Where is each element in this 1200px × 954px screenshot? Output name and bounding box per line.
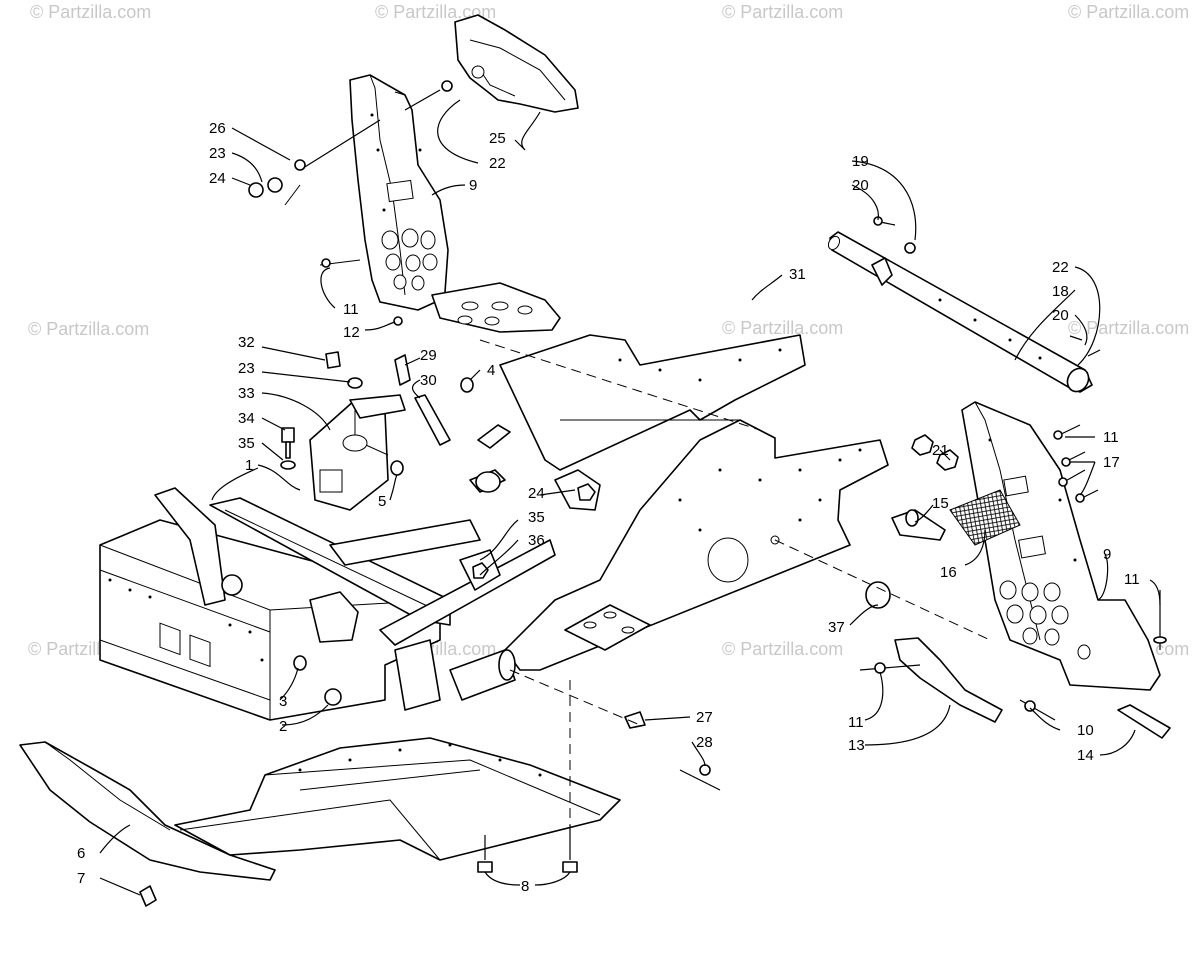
callout-37: 37	[828, 619, 845, 636]
watermark: © Partzilla.com	[722, 639, 843, 659]
callout-1: 1	[245, 457, 253, 474]
callout-32: 32	[238, 334, 255, 351]
part-8-belly-pan	[174, 737, 621, 861]
callout-4: 4	[487, 362, 495, 379]
callout-25: 25	[489, 130, 506, 147]
watermark: © Partzilla.com	[722, 318, 843, 338]
fasteners-upper-left	[248, 80, 453, 326]
watermark: © Partzilla.com	[1068, 2, 1189, 22]
callout-29: 29	[420, 347, 437, 364]
callout-21: 21	[932, 442, 949, 459]
callout-31: 31	[789, 266, 806, 283]
part-tunnel-rails	[209, 497, 556, 711]
part-footrest-left	[431, 282, 561, 333]
callout-11: 11	[1124, 571, 1140, 588]
small-fasteners	[280, 351, 891, 706]
callout-27: 27	[696, 709, 713, 726]
callout-20: 20	[1052, 307, 1069, 324]
leader-lines	[99, 99, 1161, 896]
callout-23: 23	[209, 145, 226, 162]
part-bumper-uprights	[154, 487, 359, 643]
watermark: © Partzilla.com	[30, 2, 151, 22]
callout-35: 35	[238, 435, 255, 452]
part-33-steering-bracket	[309, 394, 406, 511]
part-13-bracket	[859, 637, 1003, 723]
callout-26: 26	[209, 120, 226, 137]
callout-11: 11	[1103, 429, 1119, 446]
part-9-steering-post-right	[961, 401, 1161, 691]
part-14-bracket	[1117, 704, 1171, 739]
callout-24: 24	[528, 485, 545, 502]
callout-22: 22	[1052, 259, 1069, 276]
callout-23: 23	[238, 360, 255, 377]
callout-22: 22	[489, 155, 506, 172]
callout-7: 7	[77, 870, 85, 887]
callout-6: 6	[77, 845, 85, 862]
callout-30: 30	[420, 372, 437, 389]
watermark: © Partzilla.com	[375, 2, 496, 22]
part-crossmember-tubes	[449, 424, 516, 701]
callout-14: 14	[1077, 747, 1094, 764]
part-1-front-frame	[99, 519, 441, 721]
part-25-steering-cap	[454, 14, 579, 113]
part-tunnel-side-plate	[499, 334, 889, 671]
watermark: © Partzilla.com	[722, 2, 843, 22]
callout-17: 17	[1103, 454, 1120, 471]
callout-36: 36	[528, 532, 545, 549]
callout-34: 34	[238, 410, 255, 427]
callout-11: 11	[343, 301, 359, 318]
callout-16: 16	[940, 564, 957, 581]
callout-19: 19	[852, 153, 869, 170]
callout-24: 24	[209, 170, 226, 187]
callout-28: 28	[696, 734, 713, 751]
callout-11: 11	[848, 714, 864, 731]
part-21-nuts	[911, 434, 959, 471]
callout-15: 15	[932, 495, 949, 512]
assembly-lines	[479, 339, 991, 830]
callout-35: 35	[528, 509, 545, 526]
part-9-steering-post-left	[349, 74, 449, 311]
callout-13: 13	[848, 737, 865, 754]
screws-bottom	[139, 825, 578, 907]
callout-9: 9	[469, 177, 477, 194]
part-10-rivet	[1019, 699, 1056, 721]
callout-10: 10	[1077, 722, 1094, 739]
callout-9: 9	[1103, 546, 1111, 563]
callout-5: 5	[378, 493, 386, 510]
callout-labels: 26 23 24 25 22 9 11 12 31 19 20 22 18 20…	[77, 120, 1140, 895]
watermark: © Partzilla.com	[28, 319, 149, 339]
callout-12: 12	[343, 324, 360, 341]
part-16-mesh-screen	[949, 489, 1021, 546]
part-18-steering-shaft	[827, 216, 1101, 393]
callout-8: 8	[521, 878, 529, 895]
part-6-skid-nose	[19, 741, 276, 881]
callout-33: 33	[238, 385, 255, 402]
callout-3: 3	[279, 693, 287, 710]
callout-2: 2	[279, 718, 287, 735]
callout-20: 20	[852, 177, 869, 194]
callout-18: 18	[1052, 283, 1069, 300]
part-15-bracket	[891, 509, 946, 541]
